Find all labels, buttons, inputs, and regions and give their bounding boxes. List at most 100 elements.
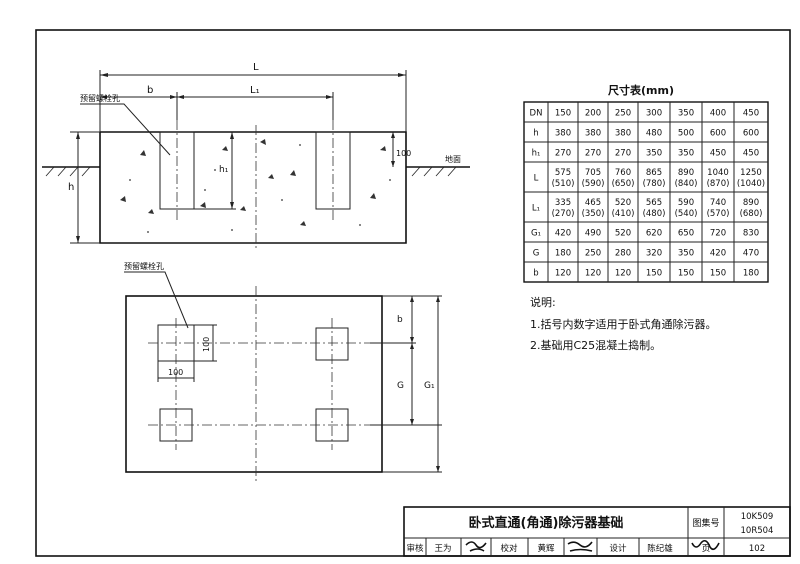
table-cell: 270 xyxy=(555,149,571,159)
table-cell: 350 xyxy=(678,249,694,259)
page-label: 页 xyxy=(702,544,711,554)
table-cell: L₁ xyxy=(532,204,540,214)
table-header-cell: 350 xyxy=(678,109,694,119)
table-cell: 335 xyxy=(555,198,571,208)
table-cell: 150 xyxy=(646,269,662,279)
dim-label-100: 100 xyxy=(396,149,411,158)
review-label: 审核 xyxy=(406,543,424,554)
table-cell: 380 xyxy=(615,129,631,139)
table-cell: 120 xyxy=(615,269,631,279)
table-cell: 450 xyxy=(743,149,759,159)
table-cell: 350 xyxy=(646,149,662,159)
table-cell: 380 xyxy=(555,129,571,139)
table-cell: 270 xyxy=(615,149,631,159)
table-header-cell: 150 xyxy=(555,109,571,119)
designer-name: 陈纪雄 xyxy=(647,543,673,554)
notes: 说明: 1.括号内数字适用于卧式角通除污器。 2.基础用C25混凝土捣制。 xyxy=(530,295,717,352)
concrete-texture xyxy=(120,139,391,233)
table-title: 尺寸表(mm) xyxy=(608,83,674,97)
table-cell: 650 xyxy=(678,229,694,239)
table-cell: 420 xyxy=(710,249,726,259)
plan-outline xyxy=(125,295,383,473)
table-header-cell: 300 xyxy=(646,109,662,119)
note-1: 1.括号内数字适用于卧式角通除污器。 xyxy=(530,317,717,331)
dim-label-G: G xyxy=(397,381,404,391)
callout-leader-plan xyxy=(124,271,189,329)
table-cell: 250 xyxy=(585,249,601,259)
table-cell: (270) xyxy=(552,209,575,219)
table-cell: 600 xyxy=(743,129,759,139)
table-cell: h₁ xyxy=(532,149,541,159)
table-cell: 490 xyxy=(585,229,601,239)
table-cell: (840) xyxy=(675,179,698,189)
table-cell: 450 xyxy=(710,149,726,159)
table-cell: G xyxy=(533,249,540,259)
table-cell: 520 xyxy=(615,198,631,208)
table-header-cell: 250 xyxy=(615,109,631,119)
table-cell: 480 xyxy=(646,129,662,139)
table-cell: 420 xyxy=(555,229,571,239)
atlas-label: 图集号 xyxy=(692,517,719,529)
foundation-elevation: L b L₁ 预留螺栓孔 h h₁ 100 地面 xyxy=(42,62,470,250)
table-cell: 280 xyxy=(615,249,631,259)
table-cell: 150 xyxy=(710,269,726,279)
foundation-plan: 预留螺栓孔 100 100 b G G₁ xyxy=(124,261,442,482)
page-number: 102 xyxy=(749,544,765,554)
designer-signature xyxy=(691,539,720,551)
table-cell: 180 xyxy=(555,249,571,259)
table-cell: (590) xyxy=(582,179,605,189)
table-cell: 565 xyxy=(646,198,662,208)
reviewer-name: 王为 xyxy=(434,543,451,554)
table-cell: 705 xyxy=(585,168,601,178)
table-cell: 890 xyxy=(678,168,694,178)
table-cell: 470 xyxy=(743,249,759,259)
table-cell: L xyxy=(534,174,539,184)
table-cell: 620 xyxy=(646,229,662,239)
table-cell: b xyxy=(533,269,538,279)
table-cell: (650) xyxy=(612,179,635,189)
table-cell: h xyxy=(533,129,538,139)
table-cell: (1040) xyxy=(737,179,765,189)
callout-leader-top xyxy=(80,103,171,156)
table-cell: 575 xyxy=(555,168,571,178)
note-2: 2.基础用C25混凝土捣制。 xyxy=(530,338,661,352)
table-cell: 890 xyxy=(743,198,759,208)
table-cell: G₁ xyxy=(531,229,541,239)
drawing-title: 卧式直通(角通)除污器基础 xyxy=(469,515,624,531)
foundation-outline xyxy=(99,131,407,244)
table-cell: 740 xyxy=(710,198,726,208)
table-cell: 600 xyxy=(710,129,726,139)
dim-label-plan-b: b xyxy=(397,315,403,325)
table-cell: (570) xyxy=(707,209,730,219)
dim-label-b: b xyxy=(147,85,153,96)
table-header-cell: 200 xyxy=(585,109,601,119)
table-cell: 1040 xyxy=(707,168,729,178)
table-cell: (870) xyxy=(707,179,730,189)
notes-heading: 说明: xyxy=(530,295,556,309)
table-cell: 320 xyxy=(646,249,662,259)
table-cell: 120 xyxy=(585,269,601,279)
dim-label-L1: L₁ xyxy=(250,85,260,96)
table-cell: (780) xyxy=(643,179,666,189)
table-cell: 270 xyxy=(585,149,601,159)
table-cell: (350) xyxy=(582,209,605,219)
bolt-hole-left xyxy=(159,131,195,210)
table-cell: 180 xyxy=(743,269,759,279)
table-header-cell: 450 xyxy=(743,109,759,119)
callout-bolt-hole-plan: 预留螺栓孔 xyxy=(124,261,164,271)
table-cell: 465 xyxy=(585,198,601,208)
table-cell: (540) xyxy=(675,209,698,219)
table-cell: (480) xyxy=(643,209,666,219)
dim-label-h: h xyxy=(68,182,74,193)
table-cell: 380 xyxy=(585,129,601,139)
dim-label-L: L xyxy=(253,62,259,73)
table-cell: 520 xyxy=(615,229,631,239)
table-cell: 350 xyxy=(678,149,694,159)
table-cell: 1250 xyxy=(740,168,762,178)
checker-name: 黄辉 xyxy=(537,543,555,554)
reviewer-signature xyxy=(465,541,487,552)
table-cell: 720 xyxy=(710,229,726,239)
dim-label-G1: G₁ xyxy=(424,381,435,391)
table-cell: 150 xyxy=(678,269,694,279)
